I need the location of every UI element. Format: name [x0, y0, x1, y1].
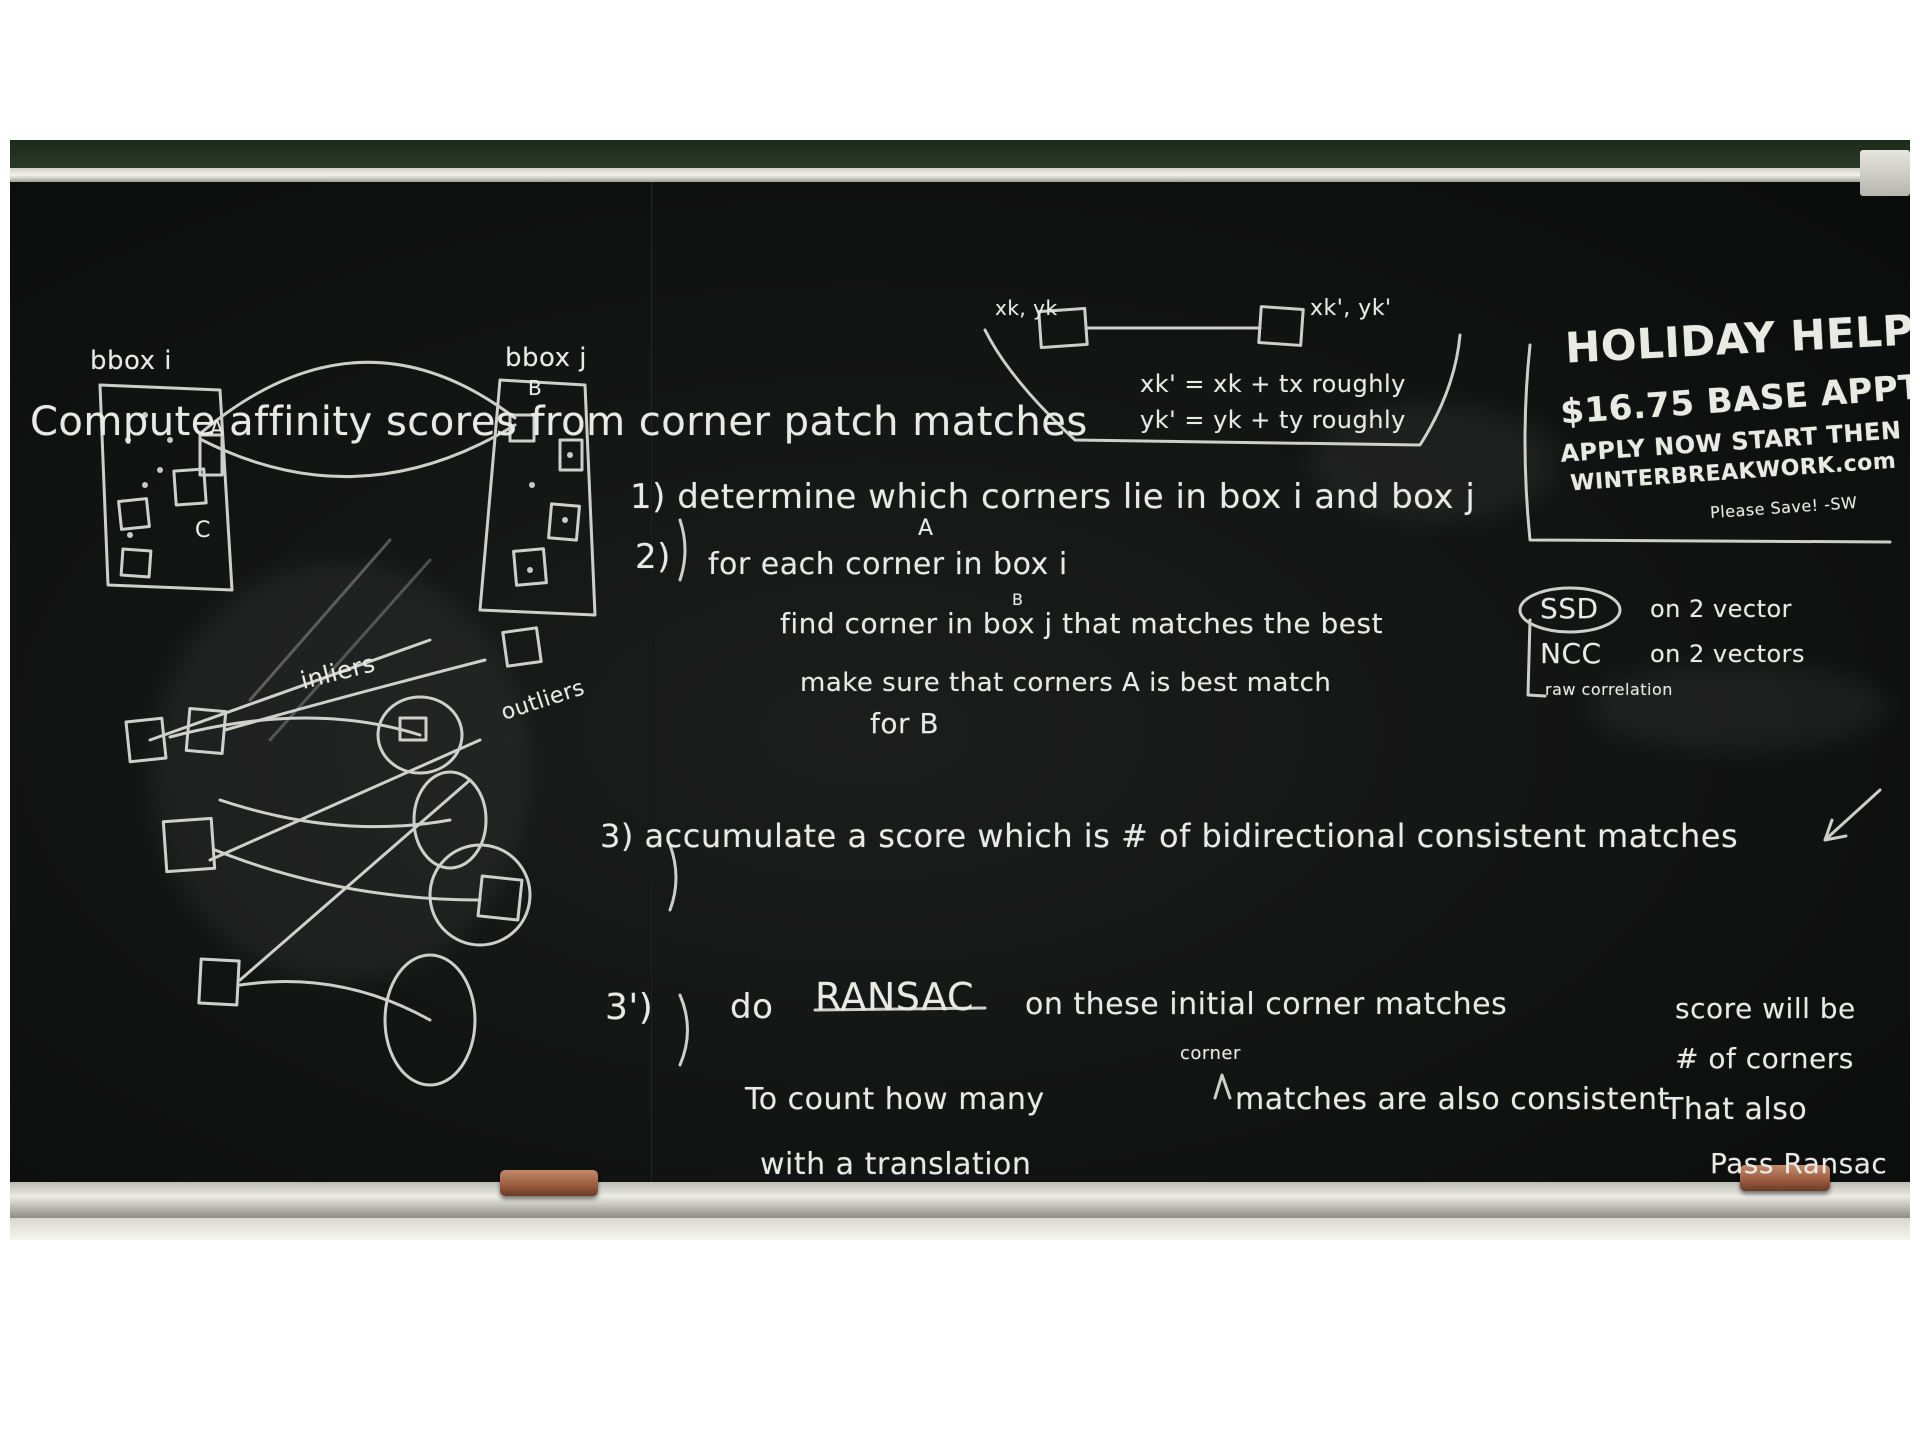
metric-ncc-desc: on 2 vectors [1650, 640, 1806, 668]
score-line-1: score will be [1675, 992, 1856, 1025]
metric-ncc: NCC [1540, 637, 1602, 670]
equation-x: xk' = xk + tx roughly [1140, 370, 1406, 398]
match-curve-bottom [200, 423, 517, 479]
board-panel-seam [650, 182, 653, 1240]
step-2-line-1: for each corner in box i [708, 547, 1068, 582]
step-2-line-3: make sure that corners A is best match [800, 668, 1332, 698]
label-C-left: C [195, 518, 211, 543]
count-line-1b: matches are also consistent [1235, 1082, 1670, 1117]
step-3b-ransac: RANSAC [815, 975, 974, 1019]
pass-ransac: Pass Ransac [1710, 1147, 1888, 1180]
metric-raw-correlation: raw correlation [1545, 680, 1673, 699]
label-A-left: A [210, 416, 225, 440]
step-2-number: 2) [635, 537, 671, 577]
label-B-left: B [528, 376, 543, 400]
bbox-i-label: bbox i [90, 346, 172, 376]
that-also: That also [1665, 1092, 1808, 1127]
chalkboard-photo: Compute affinity scores from corner patc… [10, 140, 1910, 1240]
eraser-smudge [150, 562, 530, 982]
board-top-rail [10, 168, 1910, 182]
metric-ssd: SSD [1540, 592, 1599, 625]
board-top-trim [10, 140, 1910, 168]
eraser-right [1740, 1165, 1830, 1191]
metric-ssd-desc: on 2 vector [1650, 595, 1793, 623]
step-2-line-4: for B [870, 707, 940, 740]
board-clip [1860, 150, 1910, 196]
bbox-j-shape [478, 378, 597, 617]
chalkboard-surface [10, 182, 1910, 1182]
board-title: Compute affinity scores from corner patc… [30, 399, 1088, 445]
step-3b-number: 3') [605, 987, 654, 1028]
eraser-left [500, 1170, 598, 1196]
chalk-tray [10, 1182, 1910, 1218]
point-left: xk, yk [995, 296, 1058, 320]
equation-y: yk' = yk + ty roughly [1140, 406, 1406, 434]
eraser-smudge [1590, 662, 1890, 752]
step-3: 3) accumulate a score which is # of bidi… [600, 817, 1739, 855]
count-corner-insert: corner [1180, 1043, 1241, 1064]
bbox-j-label: bbox j [505, 343, 587, 373]
step-3b-do: do [730, 987, 774, 1027]
point-right: xk', yk' [1310, 296, 1392, 321]
match-curve-top [200, 360, 517, 434]
bbox-i-shape [98, 383, 234, 592]
chalk-tray-lip [10, 1218, 1910, 1240]
score-line-2: # of corners [1675, 1042, 1854, 1075]
count-line-1: To count how many [745, 1082, 1045, 1117]
chalk-drawings [98, 305, 1892, 1100]
count-line-2: with a translation [760, 1147, 1032, 1182]
step-1: 1) determine which corners lie in box i … [630, 477, 1476, 517]
step-2-A-label: A [918, 516, 934, 541]
step-2-B-label: B [1012, 590, 1024, 609]
step-3b-rest: on these initial corner matches [1025, 987, 1508, 1022]
step-2-line-2: find corner in box j that matches the be… [780, 607, 1384, 640]
